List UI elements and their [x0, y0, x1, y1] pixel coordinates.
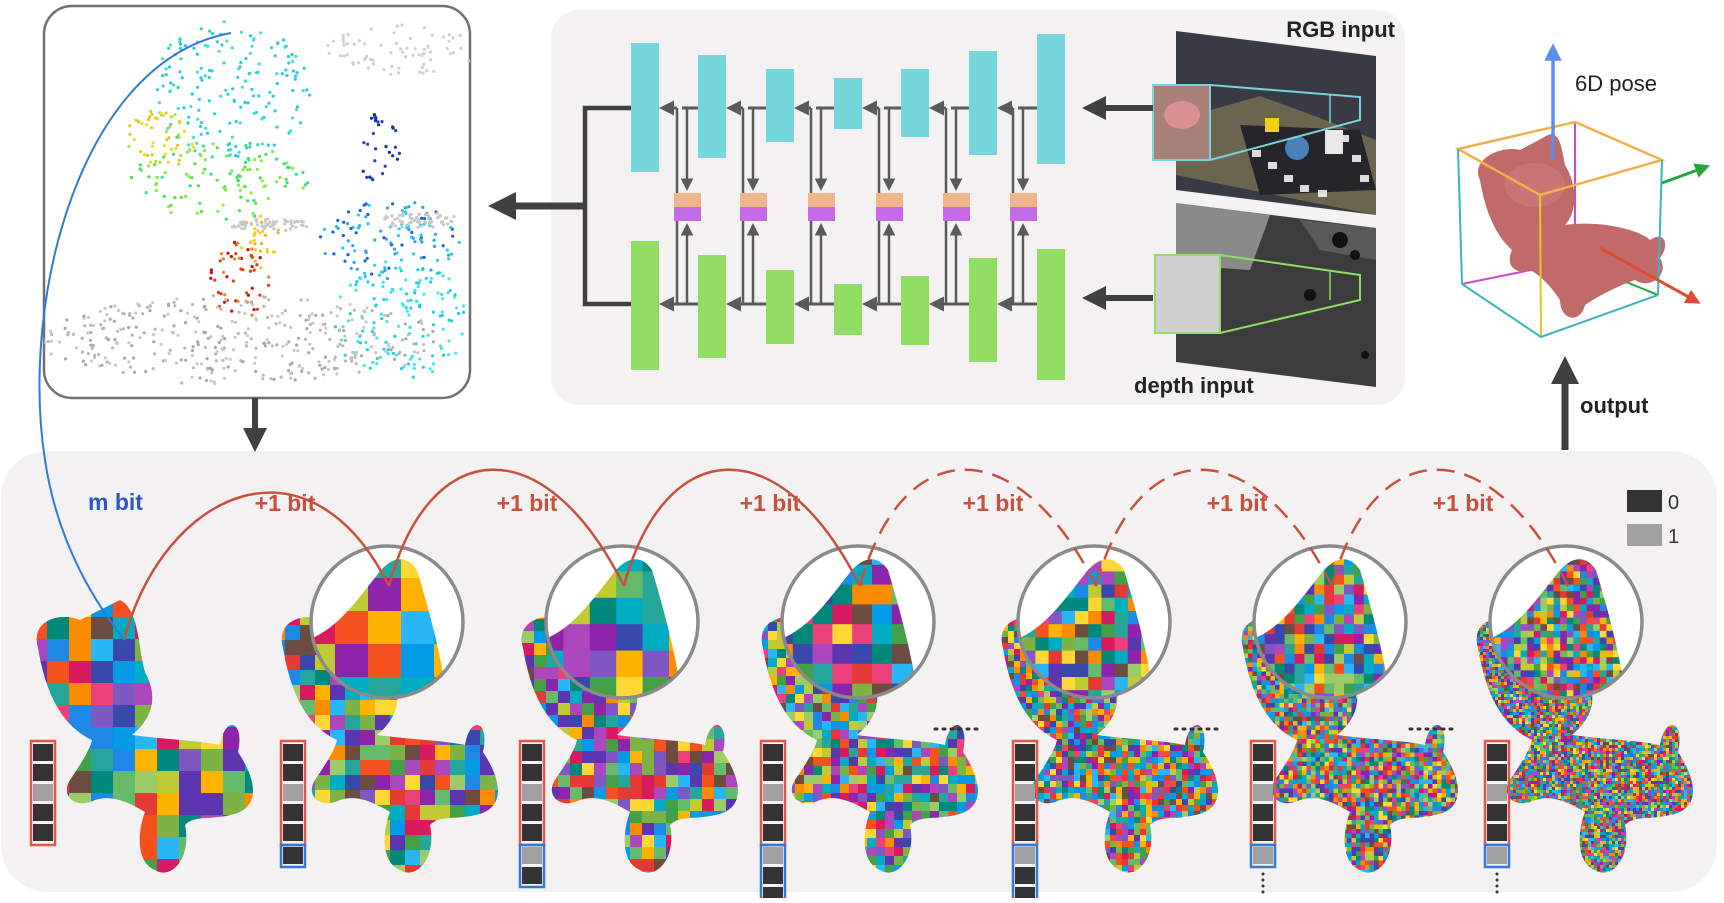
rgb-encoder-layer: [631, 43, 659, 172]
bit-cell: [763, 824, 783, 841]
fusion-block-bottom: [876, 207, 903, 221]
fusion-block-bottom: [943, 207, 970, 221]
fusion-block-bottom: [808, 207, 835, 221]
bit-cell: [1015, 867, 1035, 884]
plus-one-bit-label: +1 bit: [1433, 490, 1494, 516]
depth-encoder-layer: [766, 270, 794, 344]
bit-cell: [763, 847, 783, 864]
fusion-block-top: [808, 193, 835, 207]
bit-cell: [763, 867, 783, 884]
fusion-block-top: [674, 193, 701, 207]
rgb-encoder-layer: [1037, 34, 1065, 164]
output-label: output: [1580, 393, 1649, 418]
depth-encoder-layer: [631, 241, 659, 370]
plus-one-bit-label: +1 bit: [255, 490, 316, 516]
bit-cell: [763, 764, 783, 781]
bit-cell: [33, 804, 53, 821]
bit-cell: [33, 764, 53, 781]
bit-cell: [522, 867, 542, 884]
y-axis-arrow: [1662, 168, 1703, 183]
rgb-encoder-layer: [766, 69, 794, 142]
bit-cell: [283, 847, 303, 864]
bit-cell: [1015, 887, 1035, 898]
depth-encoder-layer: [698, 255, 726, 358]
bit-cell: [1015, 744, 1035, 761]
rgb-input-label: RGB input: [1286, 17, 1395, 42]
cat-object: [1478, 134, 1665, 318]
bit-cell: [1487, 804, 1507, 821]
bit-cell: [763, 887, 783, 898]
bit-cell: [1253, 784, 1273, 801]
bit-cell: [522, 784, 542, 801]
fusion-block-bottom: [674, 207, 701, 221]
m-bit-label: m bit: [88, 489, 143, 515]
fusion-block-bottom: [1010, 207, 1037, 221]
bit-cell: [33, 824, 53, 841]
bit-cell: [522, 744, 542, 761]
plus-one-bit-label: +1 bit: [497, 490, 558, 516]
depth-encoder-layer: [1037, 249, 1065, 380]
bit-cell: [33, 744, 53, 761]
rgb-encoder-layer: [834, 78, 862, 129]
pose-label: 6D pose: [1575, 71, 1657, 96]
fusion-block-top: [740, 193, 767, 207]
depth-encoder-layer: [834, 284, 862, 335]
rgb-input-image: [1153, 31, 1376, 215]
bit-cell: [1015, 784, 1035, 801]
plus-one-bit-label: +1 bit: [740, 490, 801, 516]
depth-encoder-layer: [901, 276, 929, 345]
rgb-encoder-layer: [901, 69, 929, 137]
bit-cell: [522, 804, 542, 821]
bit-cell: [1015, 764, 1035, 781]
bit-cell: [283, 744, 303, 761]
bit-cell: [1487, 764, 1507, 781]
bit-cell: [522, 824, 542, 841]
rgb-encoder-layer: [969, 51, 997, 155]
bit-cell: [1487, 784, 1507, 801]
bit-cell: [283, 764, 303, 781]
bit-cell: [283, 804, 303, 821]
bit-cell: [1253, 804, 1273, 821]
bit-cell: [283, 824, 303, 841]
plus-one-bit-label: +1 bit: [963, 490, 1024, 516]
bit-cell: [763, 744, 783, 761]
bit-cell: [1015, 804, 1035, 821]
fusion-block-top: [876, 193, 903, 207]
bit-cell: [763, 784, 783, 801]
depth-input-label: depth input: [1134, 373, 1254, 398]
bit-cell: [1253, 847, 1273, 864]
bit-cell: [1253, 744, 1273, 761]
bit-cell: [33, 784, 53, 801]
plus-one-bit-label: +1 bit: [1207, 490, 1268, 516]
bit-cell: [763, 804, 783, 821]
bit-cell: [283, 784, 303, 801]
bit-cell: [1253, 824, 1273, 841]
depth-encoder-layer: [969, 258, 997, 362]
bit-cell: [1487, 744, 1507, 761]
fusion-block-top: [1010, 193, 1037, 207]
bit-cell: [1487, 847, 1507, 864]
bit-cell: [1015, 847, 1035, 864]
fusion-block-top: [943, 193, 970, 207]
bit-cell: [1487, 824, 1507, 841]
depth-input-image: [1155, 203, 1376, 387]
rgb-encoder-layer: [698, 55, 726, 158]
point-cloud-panel: [42, 6, 470, 398]
bit-cell: [1253, 764, 1273, 781]
bit-cell: [522, 847, 542, 864]
fusion-block-bottom: [740, 207, 767, 221]
bit-cell: [1015, 824, 1035, 841]
bit-cell: [522, 764, 542, 781]
